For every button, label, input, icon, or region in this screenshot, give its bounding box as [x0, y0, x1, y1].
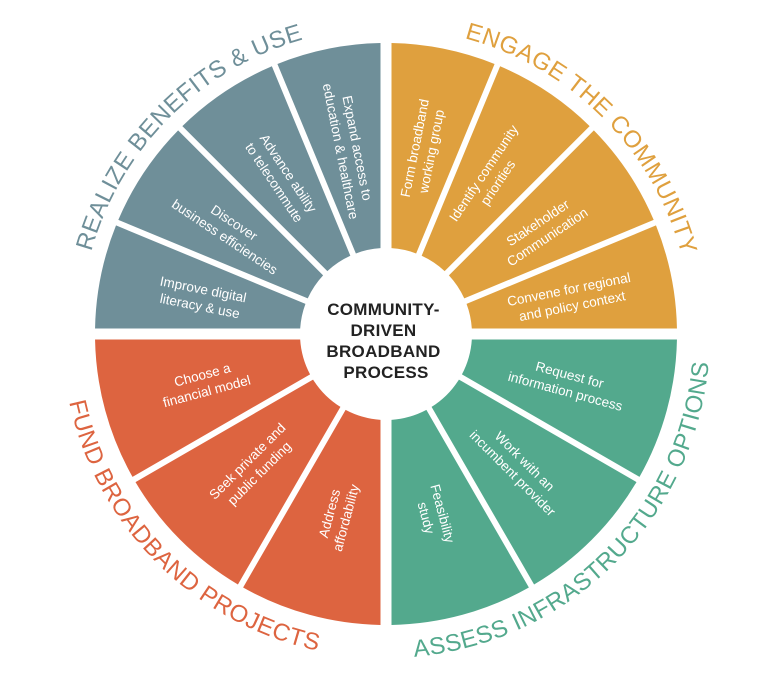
- center-label: COMMUNITY- DRIVEN BROADBAND PROCESS: [326, 300, 445, 382]
- segment-feasibility-study: [391, 409, 529, 625]
- segment-stakeholder-communication: [448, 130, 654, 299]
- segment-work-with-an-incumbent-provider: [431, 379, 637, 585]
- center-line-2: DRIVEN: [350, 321, 416, 340]
- segment-request-for-information-process: [461, 339, 677, 477]
- segment-form-broadband-working-group: [391, 43, 495, 254]
- segment-convene-for-regional-and-policy-context: [466, 225, 677, 329]
- segment-expand-access-to-education-healthcare: [277, 43, 381, 254]
- center-circle: [306, 254, 466, 414]
- segment-advance-ability-to-telecommute: [182, 66, 351, 272]
- center-line-4: PROCESS: [343, 363, 428, 382]
- center-line-3: BROADBAND: [326, 342, 440, 361]
- segment-address-affordability: [243, 409, 381, 625]
- segment-identify-community-priorities: [421, 66, 590, 272]
- segment-label-form-broadband-working-group: Form broadbandworking group: [398, 98, 449, 202]
- segment-choose-a-financial-model: [95, 339, 311, 477]
- segment-improve-digital-literacy-use: [95, 225, 306, 329]
- segment-seek-private-and-public-funding: [135, 379, 341, 585]
- segment-discover-business-efficiencies: [118, 130, 324, 299]
- center-line-1: COMMUNITY-: [327, 300, 440, 319]
